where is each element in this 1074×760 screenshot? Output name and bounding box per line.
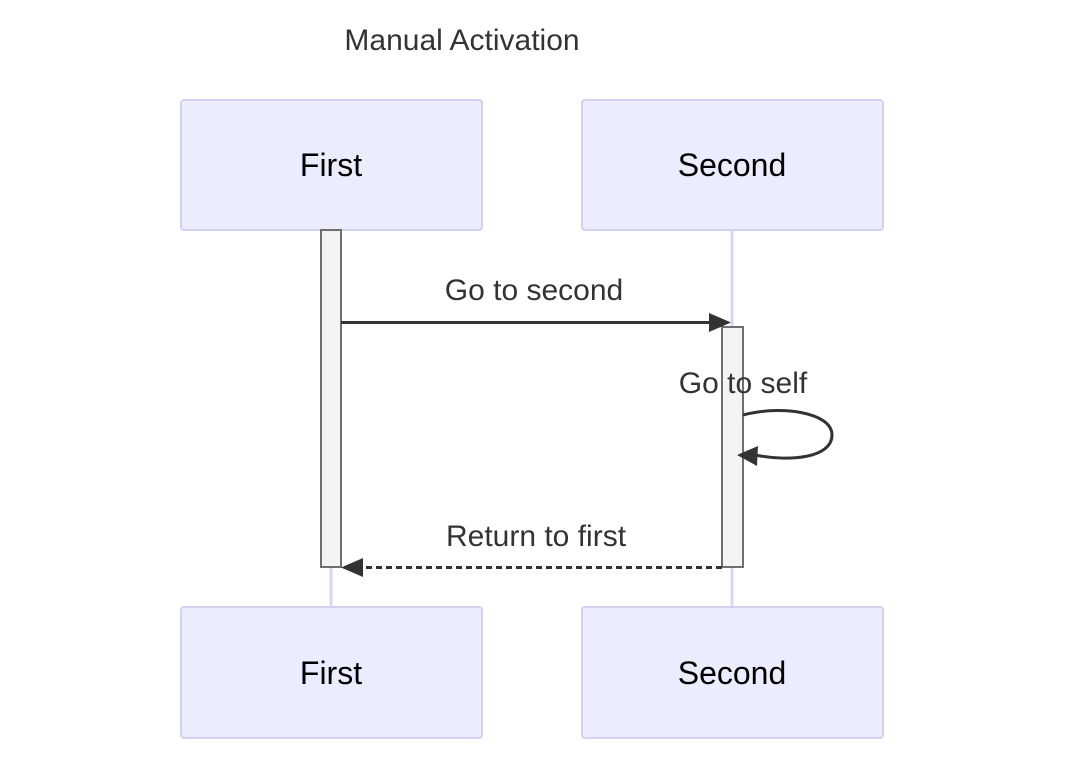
actor-label: First	[300, 147, 362, 183]
actor-box	[180, 606, 483, 739]
arrow-head-icon	[737, 446, 758, 466]
arrow-head-icon	[709, 313, 731, 332]
message-go-to-second[interactable]: Go to second	[341, 274, 731, 332]
activation-first	[320, 229, 342, 568]
message-go-to-self[interactable]: Go to self	[679, 367, 834, 466]
actor-second-bottom[interactable]: Second	[581, 606, 884, 739]
actor-label: Second	[678, 147, 787, 183]
actor-label: First	[300, 655, 362, 691]
diagram-title: Manual Activation	[344, 24, 579, 57]
arrow-head-icon	[341, 558, 363, 577]
activation-second	[721, 326, 744, 568]
actor-box	[581, 99, 884, 231]
message-label: Go to self	[679, 367, 808, 400]
actor-label: Second	[678, 655, 787, 691]
actor-second-top[interactable]: Second	[581, 99, 884, 231]
message-label: Return to first	[446, 520, 627, 553]
message-label: Go to second	[445, 274, 623, 307]
message-return-to-first[interactable]: Return to first	[341, 520, 722, 577]
actor-first-bottom[interactable]: First	[180, 606, 483, 739]
actor-box	[581, 606, 884, 739]
actor-first-top[interactable]: First	[180, 99, 483, 231]
message-loop-line	[742, 409, 834, 460]
